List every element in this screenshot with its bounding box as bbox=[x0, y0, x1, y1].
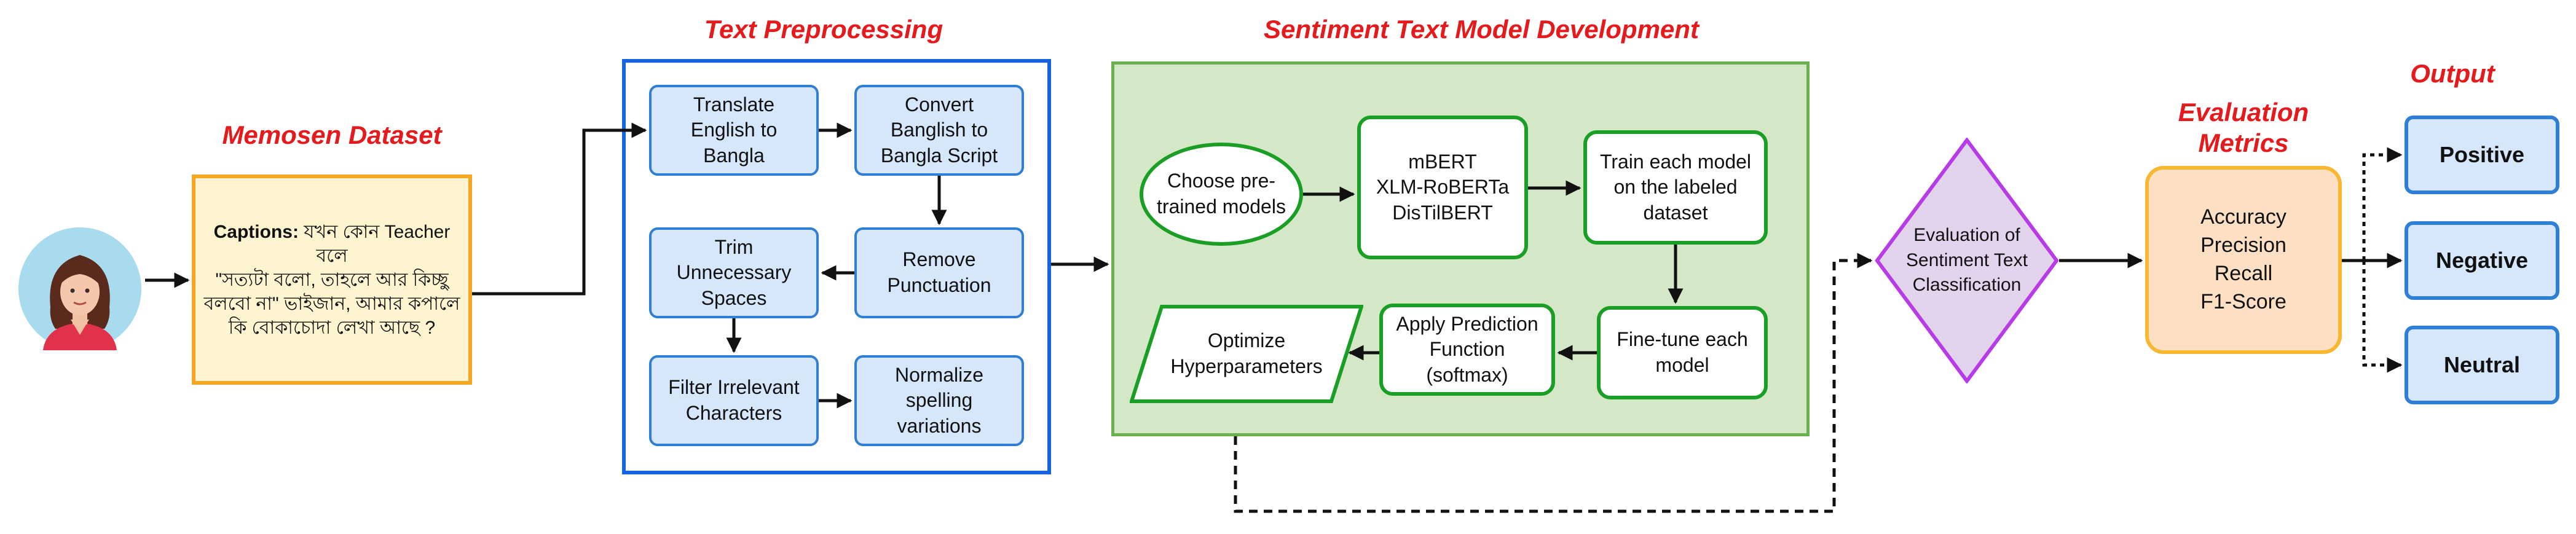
caption-line-3: বলবো না" ভাইজান, আমার কপালে bbox=[203, 293, 460, 314]
preprocessing-title: Text Preprocessing bbox=[704, 15, 943, 44]
arrow-dataset-to-preprocessing bbox=[472, 122, 647, 296]
dataset-title: Memosen Dataset bbox=[222, 120, 442, 149]
output-neutral: Neutral bbox=[2405, 326, 2559, 404]
output-title: Output bbox=[2410, 59, 2495, 88]
metrics-title-line1: Evaluation bbox=[2178, 98, 2309, 127]
woman-avatar-icon bbox=[18, 227, 141, 350]
output-positive: Positive bbox=[2405, 116, 2559, 194]
dashed-loop-to-evaluation bbox=[1234, 253, 1873, 513]
caption-line-2: "সত্যটা বলো, তাহলে আর কিচ্ছু bbox=[215, 269, 449, 290]
choose-models-step: Choose pre-trained models bbox=[1140, 143, 1303, 246]
dataset-caption-box: Captions: যখন কোন Teacher বলে "সত্যটা বল… bbox=[192, 175, 472, 385]
dotted-to-neutral bbox=[2362, 261, 2403, 373]
caption-line-4: কি বোকাচোদা লেখা আছে ? bbox=[228, 317, 436, 338]
output-negative: Negative bbox=[2405, 221, 2559, 300]
metrics-title: Evaluation Metrics bbox=[2145, 97, 2342, 159]
caption-line-1: Captions: যখন কোন Teacher বলে bbox=[213, 221, 451, 266]
model-dev-title: Sentiment Text Model Development bbox=[1264, 15, 1699, 44]
metrics-title-line2: Metrics bbox=[2198, 128, 2289, 158]
caption-label: Captions: bbox=[213, 221, 299, 242]
dotted-to-positive bbox=[2362, 147, 2403, 261]
